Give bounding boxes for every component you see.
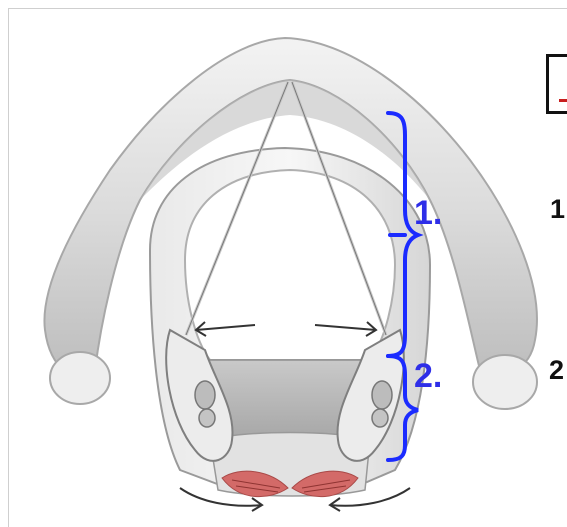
cropped-text-2: 2 (549, 357, 564, 384)
region-1-label: 1. (414, 196, 442, 230)
region-2-label: 2. (414, 359, 442, 393)
heading-box (546, 54, 567, 114)
cropped-text-1: 1 (550, 196, 565, 223)
heading-underline (559, 79, 567, 102)
